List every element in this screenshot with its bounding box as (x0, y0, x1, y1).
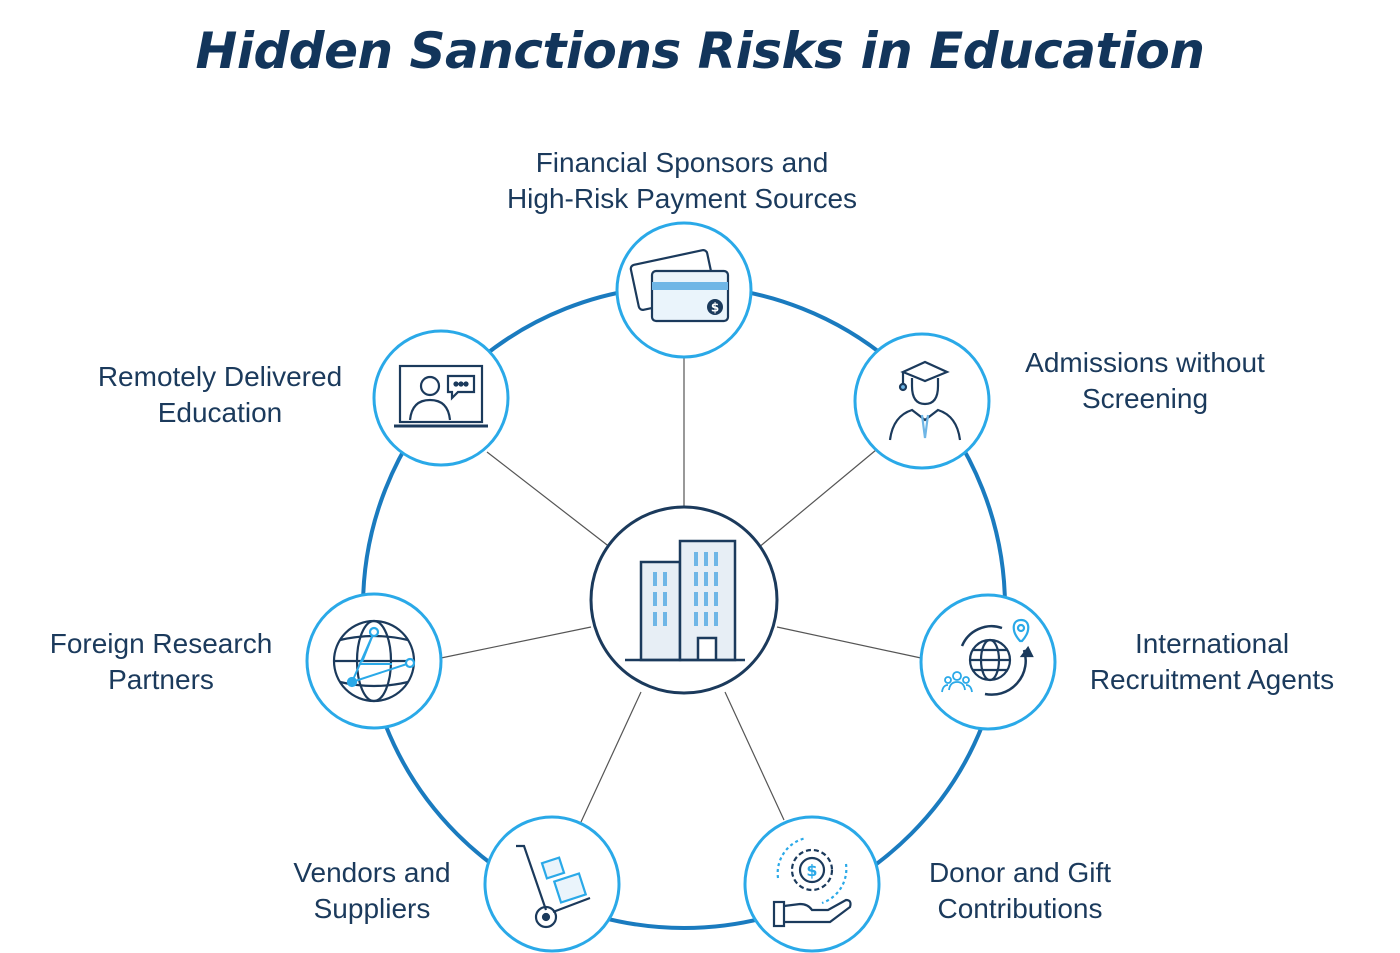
globe-network-icon (332, 619, 416, 703)
spoke-remote (486, 451, 612, 549)
center-node (589, 505, 779, 695)
node-financial: $ (615, 221, 753, 359)
spoke-research (440, 626, 592, 659)
node-research (305, 592, 443, 730)
svg-text:$: $ (806, 861, 817, 880)
donation-hand-icon: $ (772, 836, 852, 928)
label-donor: Donor and Gift Contributions (928, 857, 1112, 924)
spoke-vendors (580, 691, 642, 823)
spoke-recruitment (776, 626, 922, 659)
video-lecture-icon (394, 364, 488, 428)
label-recruitment: International Recruitment Agents (1089, 628, 1335, 695)
node-remote (372, 329, 510, 467)
globe-recruitment-icon (941, 618, 1034, 696)
node-admissions (853, 332, 991, 470)
label-research: Foreign Research Partners (49, 628, 273, 695)
label-financial: Financial Sponsors and High-Risk Payment… (506, 147, 858, 214)
svg-text:$: $ (711, 301, 719, 315)
node-vendors (483, 815, 621, 953)
graduate-icon (888, 360, 962, 441)
spoke-donor (724, 691, 785, 821)
node-donor: $ (743, 815, 881, 953)
node-recruitment (919, 593, 1057, 731)
office-building-icon (625, 539, 745, 662)
label-remote: Remotely Delivered Education (97, 361, 343, 428)
hand-truck-icon (516, 844, 591, 929)
page-title: Hidden Sanctions Risks in Education (195, 22, 1206, 80)
label-admissions: Admissions without Screening (1025, 347, 1265, 414)
spoke-admissions (757, 449, 877, 549)
label-vendors: Vendors and Suppliers (293, 857, 451, 924)
spokes (440, 358, 922, 823)
credit-cards-icon: $ (629, 249, 730, 323)
